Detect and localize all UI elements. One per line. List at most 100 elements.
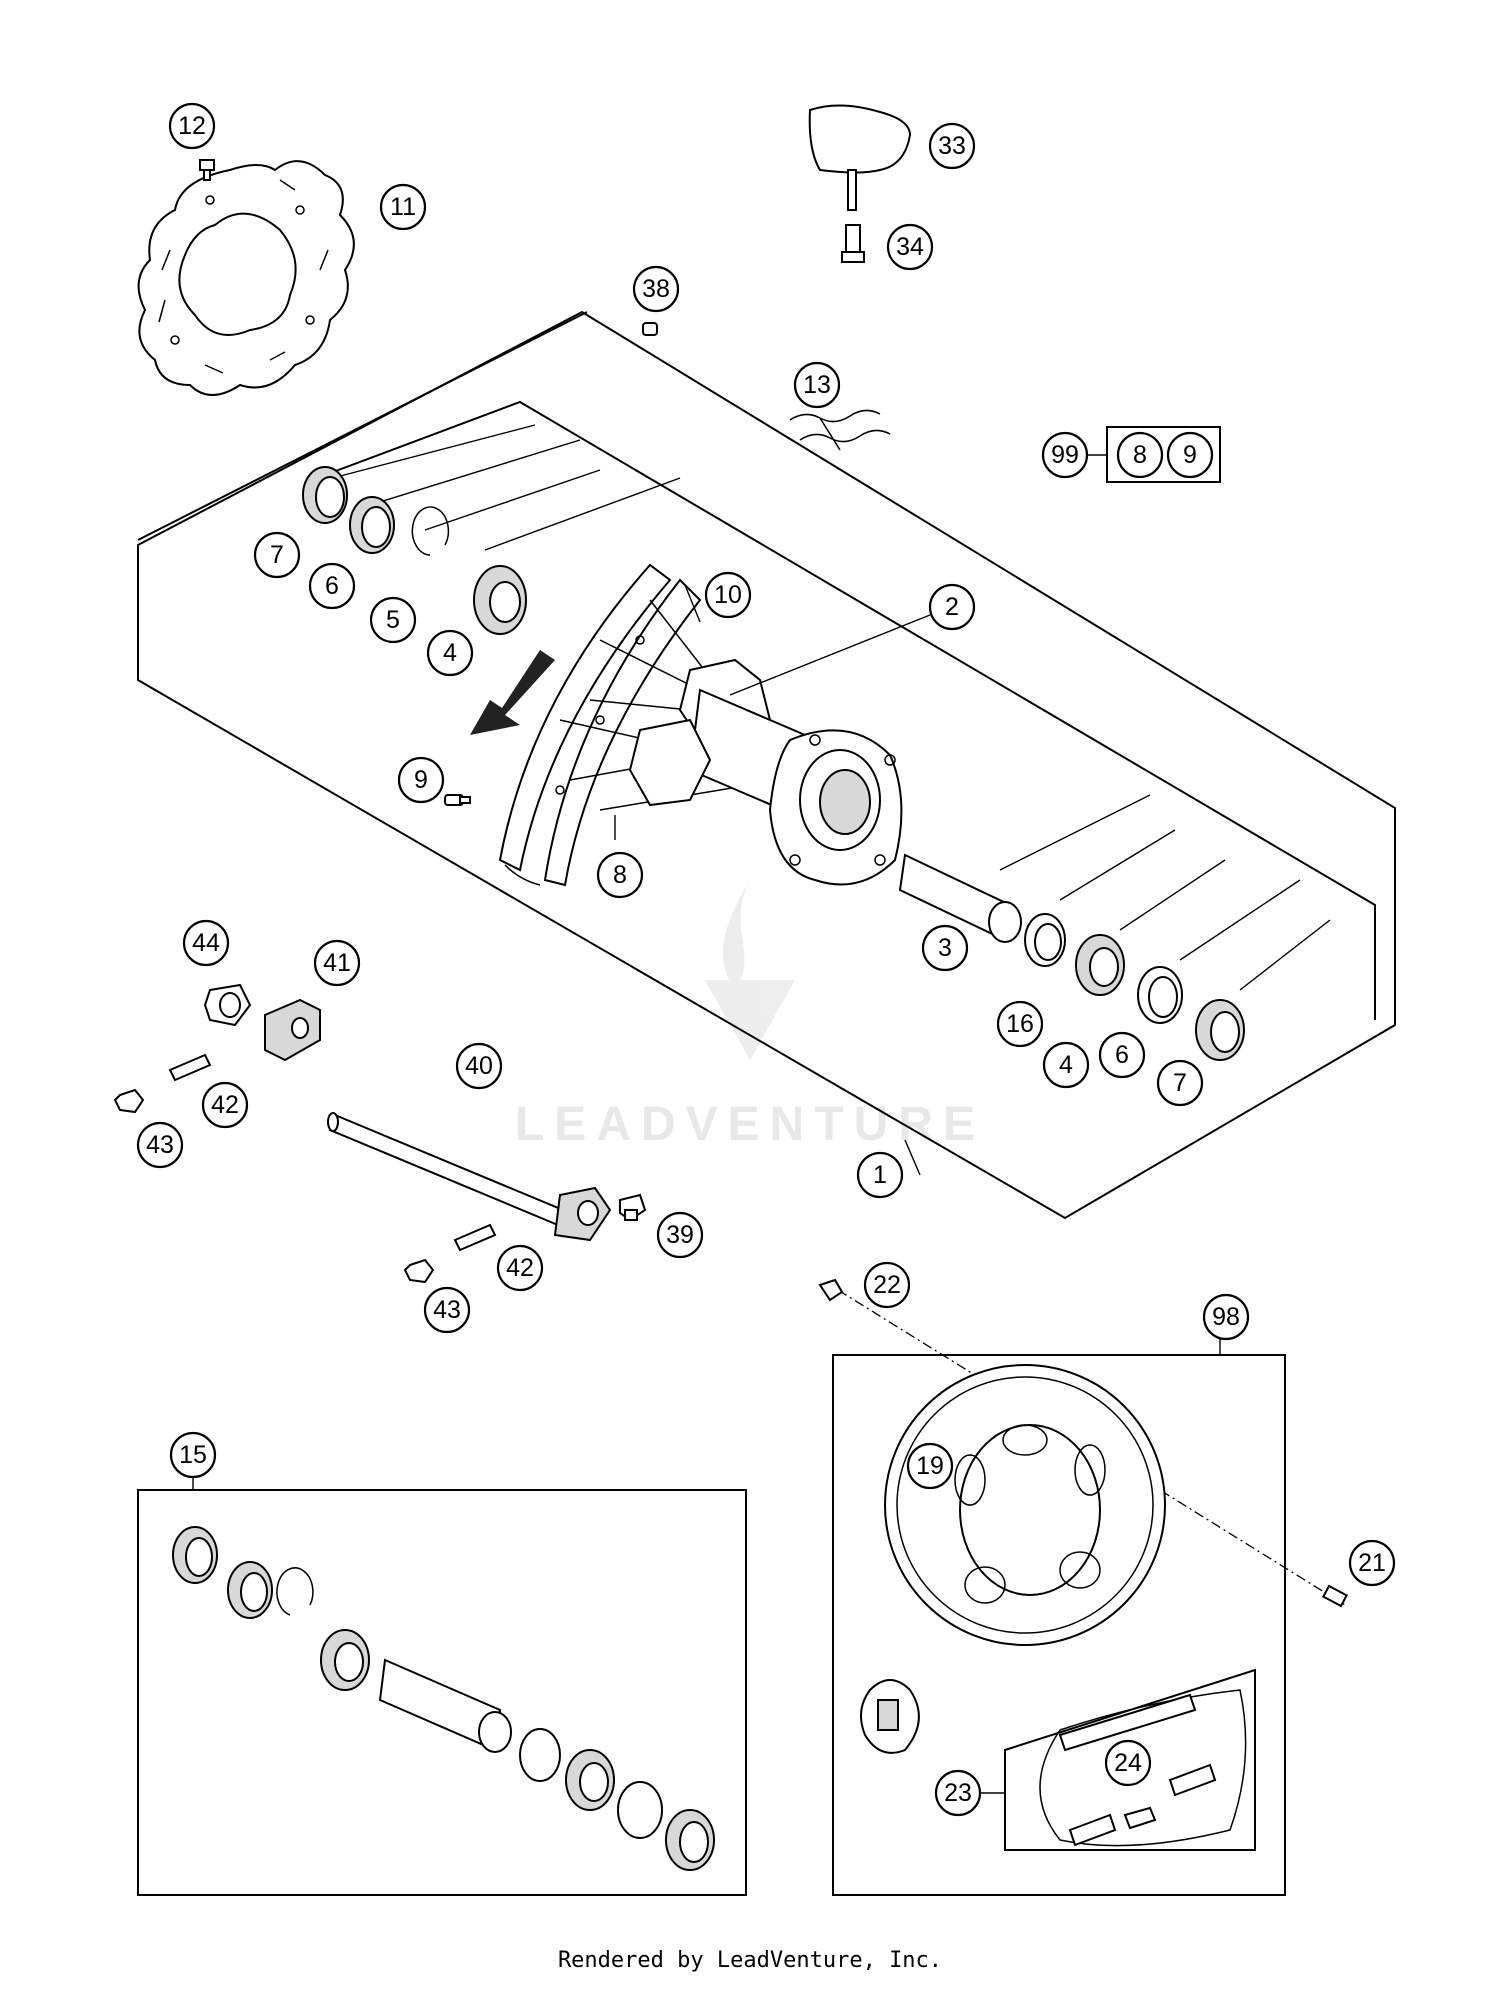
callout-22: 22 (863, 1261, 911, 1309)
callout-43-lower: 43 (423, 1286, 471, 1334)
seat-pin (841, 224, 865, 263)
svg-text:2: 2 (945, 593, 959, 621)
bearing-kit-box (137, 1462, 747, 1896)
left-bearing-stack (302, 466, 527, 635)
svg-text:99: 99 (1051, 441, 1079, 469)
svg-text:4: 4 (443, 639, 457, 667)
inner-bracket (324, 400, 1376, 1020)
render-credit: Rendered by LeadVenture, Inc. (557, 1948, 943, 1973)
svg-text:43: 43 (433, 1296, 461, 1324)
svg-text:1: 1 (873, 1161, 887, 1189)
svg-text:13: 13 (803, 371, 831, 399)
callout-13: 13 (793, 361, 841, 409)
callout-33: 33 (928, 122, 976, 170)
svg-text:24: 24 (1114, 1749, 1142, 1777)
svg-text:6: 6 (1115, 1041, 1129, 1069)
svg-text:7: 7 (1173, 1069, 1187, 1097)
callout-7-left: 7 (253, 531, 301, 579)
rim (498, 563, 702, 887)
svg-text:42: 42 (211, 1091, 239, 1119)
callout-4-right: 4 (1042, 1041, 1090, 1089)
callout-9: 9 (397, 756, 445, 804)
callout-3: 3 (921, 924, 969, 972)
svg-text:34: 34 (896, 233, 924, 261)
sprocket-kit-box (832, 1289, 1346, 1896)
spoke-nipple (444, 794, 471, 806)
svg-text:21: 21 (1358, 1549, 1386, 1577)
callout-42-lower: 42 (496, 1244, 544, 1292)
callout-21: 21 (1348, 1539, 1396, 1587)
svg-text:3: 3 (938, 934, 952, 962)
lower-adjuster-parts (403, 1193, 647, 1284)
upper-adjuster-parts (113, 983, 321, 1114)
svg-text:98: 98 (1212, 1303, 1240, 1331)
callout-39: 39 (656, 1211, 704, 1259)
callout-19: 19 (906, 1442, 954, 1490)
frame-outer (137, 310, 1396, 1220)
svg-text:8: 8 (1133, 441, 1147, 469)
svg-text:33: 33 (938, 132, 966, 160)
axle (327, 1112, 612, 1242)
callout-11: 11 (379, 183, 427, 231)
callout-41: 41 (313, 939, 361, 987)
svg-text:23: 23 (944, 1779, 972, 1807)
rotation-arrow-icon (470, 650, 555, 735)
callout-6-right: 6 (1098, 1031, 1146, 1079)
brake-disc (137, 160, 355, 396)
svg-text:11: 11 (390, 193, 416, 221)
svg-text:43: 43 (146, 1131, 174, 1159)
svg-text:12: 12 (178, 112, 206, 140)
right-bearing-stack (898, 853, 1245, 1061)
kit-99 (1087, 426, 1221, 483)
wheel-assembly-frame (137, 310, 1396, 1220)
callout-12: 12 (168, 102, 216, 150)
svg-text:42: 42 (506, 1254, 534, 1282)
svg-text:39: 39 (666, 1221, 694, 1249)
callout-6-left: 6 (308, 562, 356, 610)
hub (559, 599, 903, 886)
callout-23: 23 (934, 1769, 982, 1817)
callout-38: 38 (632, 265, 680, 313)
spoke-set (789, 409, 891, 451)
callout-8: 8 (596, 851, 644, 899)
svg-text:38: 38 (642, 275, 670, 303)
svg-text:40: 40 (465, 1052, 493, 1080)
sprocket-bolts (818, 1278, 1348, 1608)
callout-99: 99 (1041, 431, 1089, 479)
callout-44: 44 (182, 919, 230, 967)
svg-text:15: 15 (179, 1441, 207, 1469)
seat-pad (808, 104, 912, 211)
callout-16: 16 (996, 1000, 1044, 1048)
svg-text:16: 16 (1006, 1010, 1034, 1038)
svg-text:8: 8 (613, 861, 627, 889)
callout-7-right: 7 (1156, 1059, 1204, 1107)
disc-bolt (199, 159, 215, 181)
callout-34: 34 (886, 223, 934, 271)
svg-text:10: 10 (714, 581, 742, 609)
callout-1: 1 (856, 1151, 904, 1199)
svg-text:44: 44 (192, 929, 220, 957)
callout-2: 2 (928, 583, 976, 631)
cap-38 (642, 322, 658, 336)
svg-text:7: 7 (270, 541, 284, 569)
callout-43-upper: 43 (136, 1121, 184, 1169)
callout-24: 24 (1104, 1739, 1152, 1787)
callout-4-left: 4 (426, 629, 474, 677)
svg-text:22: 22 (873, 1271, 901, 1299)
callout-40: 40 (455, 1042, 503, 1090)
callout-15: 15 (169, 1431, 217, 1479)
callout-42-upper: 42 (201, 1081, 249, 1129)
svg-text:9: 9 (1183, 441, 1197, 469)
callout-99-item-8: 8 (1116, 431, 1164, 479)
callout-99-item-9: 9 (1166, 431, 1214, 479)
svg-text:4: 4 (1059, 1051, 1073, 1079)
svg-text:9: 9 (414, 766, 428, 794)
callout-10: 10 (704, 571, 752, 619)
callout-98: 98 (1202, 1293, 1250, 1341)
callout-5: 5 (369, 596, 417, 644)
watermark-text: LEADVENTURE (515, 1098, 985, 1151)
watermark: LEADVENTURE (515, 880, 985, 1151)
leader-lines (614, 584, 931, 1176)
svg-text:41: 41 (323, 949, 351, 977)
